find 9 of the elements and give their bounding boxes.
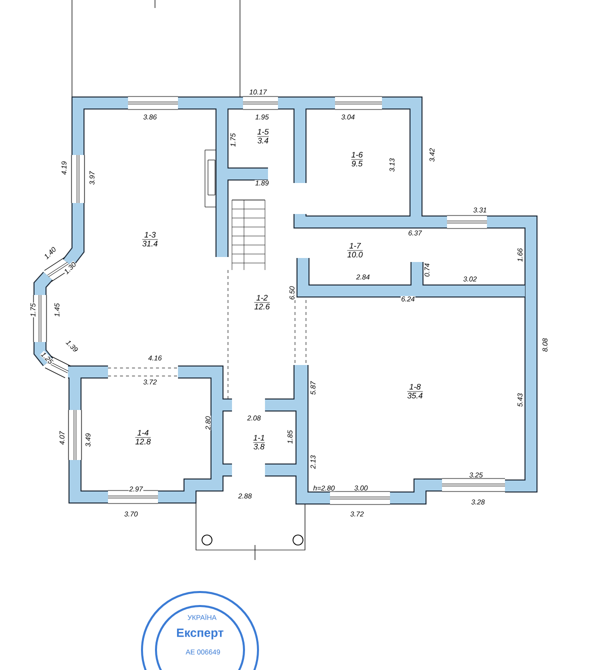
room-label: 1-1 3.8 xyxy=(252,432,266,454)
stamp-text: Експерт xyxy=(177,628,224,640)
room-label: 1-7 10.0 xyxy=(346,240,364,262)
room-label: 1-3 31.4 xyxy=(141,230,159,250)
room-label: 1-2 12.6 xyxy=(253,292,271,314)
room-label: 1-5 3.4 xyxy=(256,126,270,148)
room-label: 1-4 12.8 xyxy=(134,428,152,448)
room-label: 1-8 35.4 xyxy=(406,382,424,402)
room-label: 1-6 9.5 xyxy=(350,150,364,170)
